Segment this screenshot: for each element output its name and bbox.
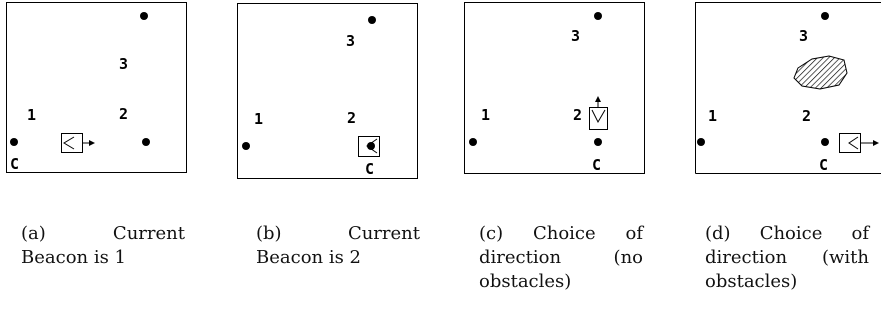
beacon-3-dot xyxy=(368,16,376,24)
caption-b: (b) Current Beacon is 2 xyxy=(256,223,420,268)
beacon-1-label: 1 xyxy=(481,106,490,124)
direction-arrow-icon xyxy=(82,140,95,146)
caption-d: (d) Choice of direction (with obstacles) xyxy=(705,223,869,292)
beacon-1-dot xyxy=(469,138,477,146)
robot-icon xyxy=(839,133,861,153)
robot-icon xyxy=(589,107,608,130)
beacon-c-label: C xyxy=(592,156,601,174)
beacon-1-dot xyxy=(242,142,250,150)
beacon-2-dot xyxy=(821,138,829,146)
beacon-3-label: 3 xyxy=(799,27,808,45)
beacon-2-dot xyxy=(594,138,602,146)
beacon-1-dot xyxy=(10,138,18,146)
panel-d: 3 1 2 C (d) Choice of direction (with ob… xyxy=(688,0,881,292)
robot-icon xyxy=(61,133,83,153)
panel-a: 3 1 2 C (a) Current Beacon is 1 xyxy=(0,0,200,268)
beacon-2-label: 2 xyxy=(573,106,582,124)
beacon-1-dot xyxy=(697,138,705,146)
beacon-c-label: C xyxy=(10,155,19,173)
panel-b-diagram: 3 1 2 C xyxy=(237,3,418,179)
field-border xyxy=(6,2,187,173)
panel-c: 3 1 2 C (c) Choice of direction (no obst… xyxy=(458,0,658,292)
panel-c-diagram: 3 1 2 C xyxy=(464,2,645,174)
beacon-3-dot xyxy=(594,12,602,20)
beacon-c-label: C xyxy=(365,160,374,178)
field-border xyxy=(695,2,881,174)
beacon-2-dot xyxy=(367,142,375,150)
field-border xyxy=(237,3,418,179)
panel-b: 3 1 2 C (b) Current Beacon is 2 xyxy=(231,0,431,268)
direction-arrow-icon xyxy=(595,96,601,108)
obstacle-shape xyxy=(793,55,848,90)
panel-d-diagram: 3 1 2 C xyxy=(695,2,881,174)
direction-arrow-icon xyxy=(860,140,879,146)
panel-a-diagram: 3 1 2 C xyxy=(6,2,187,173)
beacon-1-label: 1 xyxy=(708,107,717,125)
beacon-c-label: C xyxy=(819,156,828,174)
beacon-2-dot xyxy=(142,138,150,146)
caption-a: (a) Current Beacon is 1 xyxy=(21,223,185,268)
beacon-1-label: 1 xyxy=(254,110,263,128)
caption-c: (c) Choice of direction (no obstacles) xyxy=(479,223,643,292)
beacon-3-label: 3 xyxy=(119,55,128,73)
beacon-3-dot xyxy=(140,12,148,20)
beacon-2-label: 2 xyxy=(802,107,811,125)
beacon-2-label: 2 xyxy=(119,105,128,123)
beacon-3-label: 3 xyxy=(571,27,580,45)
beacon-3-dot xyxy=(821,12,829,20)
beacon-1-label: 1 xyxy=(27,106,36,124)
beacon-2-label: 2 xyxy=(347,109,356,127)
field-border xyxy=(464,2,645,174)
beacon-3-label: 3 xyxy=(346,32,355,50)
